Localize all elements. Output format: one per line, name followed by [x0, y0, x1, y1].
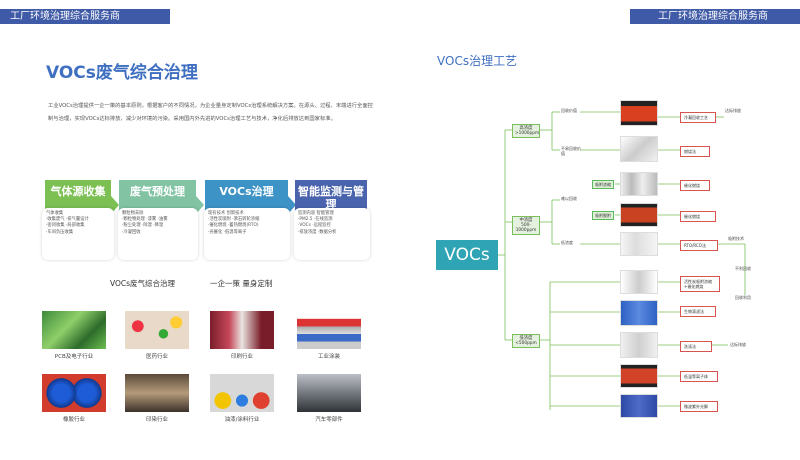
industry-photo-paint — [210, 374, 274, 412]
process-box: 催化燃烧 — [680, 180, 710, 191]
arrow-icon — [288, 196, 296, 214]
industry-photo-auto — [297, 374, 361, 412]
mid-caption-left: VOCs废气综合治理 — [110, 279, 176, 288]
note-label: 吸附技术 — [728, 236, 744, 241]
industry-caption: 橡胶行业 — [62, 417, 85, 423]
industry-photo-pcb — [42, 311, 106, 349]
level-label: 高浓度 — [519, 126, 533, 131]
note-label: 达标排放 — [725, 108, 741, 113]
process-box: 冷凝回收工艺 — [680, 112, 716, 123]
arrow-icon — [111, 196, 119, 214]
industry-photo-printing — [210, 311, 274, 349]
industry-caption: 工业涂装 — [317, 354, 340, 360]
industry-caption: PCB及电子行业 — [54, 354, 94, 360]
industry-photo-pharma — [125, 311, 189, 349]
equipment-image — [620, 232, 658, 256]
equipment-image — [620, 100, 658, 126]
equipment-image — [620, 364, 658, 388]
feature-label: 难以回收 — [561, 196, 577, 201]
industry-caption: 印染行业 — [145, 417, 168, 423]
note-label: 达标排放 — [730, 342, 746, 347]
industry-photo-dyeing — [125, 374, 189, 412]
step-pane-4: 监测内容 智能管理 ·PM2.5 ·在线监测 ·VOCs ·远程监控 ·排放浓度… — [294, 208, 370, 260]
industry-caption: 油漆/涂料行业 — [224, 417, 260, 423]
process-box: 低温等离子体 — [680, 371, 718, 382]
level-high: 高浓度>1000ppm — [512, 124, 540, 138]
equipment-image — [620, 203, 658, 227]
process-box: 催化燃烧 — [680, 211, 716, 222]
header-left: 工厂环境治理综合服务商 — [0, 9, 170, 24]
mid-caption-right: 一企一策 量身定制 — [210, 279, 273, 288]
industry-caption: 印刷行业 — [230, 354, 253, 360]
equipment-image — [620, 332, 658, 358]
feature-label: 不易回收价值 — [561, 146, 581, 156]
level-label: 低浓度 — [519, 336, 533, 341]
process-tag: 吸附浓缩 — [592, 180, 614, 189]
feature-label: 低浓度 — [561, 240, 573, 245]
process-box: 燃烧法 — [680, 146, 710, 157]
intro-paragraph: 工业VOCs治理提供一企一策的基本原则，根据客户的不同情况，为企业量身定制VOC… — [48, 103, 373, 122]
feature-label: 回收价值 — [561, 108, 577, 113]
header-right: 工厂环境治理综合服务商 — [630, 9, 800, 24]
step-pane-3: 现有技术 创新技术 ·活性炭吸附 ·沸石转轮浓缩 ·催化燃烧 ·蓄热燃烧(RTO… — [204, 208, 290, 260]
note-label: 不利回收 — [735, 266, 751, 271]
vocs-root-node: VOCs — [436, 240, 498, 270]
note-label: 回收利用 — [735, 295, 751, 300]
step-pane-1: 气体收集 ·收集废气 ·排气量设计 ·密闭收集 ·局部收集 ·车间负压收集 — [42, 208, 114, 260]
page-title-right: VOCs治理工艺 — [437, 54, 518, 68]
level-sub: <500ppm — [515, 341, 537, 346]
process-box: 活性炭吸附浓缩+催化燃烧 — [680, 276, 720, 292]
process-box: 生物滴滤法 — [680, 306, 716, 317]
step-pane-2: 颗粒物去除 ·颗粒物处理 ·漆雾 ·油雾 ·粉尘处理 ·除湿 ·降温 ·冷凝回收 — [118, 208, 198, 260]
level-sub: >1000ppm — [515, 131, 540, 136]
industry-photo-coating — [297, 311, 361, 349]
level-label: 中浓度 — [519, 218, 533, 223]
equipment-image — [620, 394, 658, 418]
industry-photo-rubber — [42, 374, 106, 412]
process-box: RTO/RCO法 — [680, 240, 718, 251]
level-low: 低浓度<500ppm — [512, 334, 540, 348]
equipment-image — [620, 300, 658, 326]
industry-caption: 汽车零部件 — [315, 417, 343, 423]
process-box: 洗涤法 — [680, 341, 712, 352]
equipment-image — [620, 172, 658, 196]
industry-caption: 医药行业 — [145, 354, 168, 360]
page-title-left: VOCs废气综合治理 — [46, 63, 198, 83]
level-sub: 500-1000ppm — [515, 223, 537, 233]
process-box: 微波紫外光解 — [680, 401, 718, 412]
process-tag: 吸附脱附 — [592, 211, 614, 220]
equipment-image — [620, 136, 658, 162]
arrow-icon — [196, 196, 204, 214]
equipment-image — [620, 270, 658, 294]
